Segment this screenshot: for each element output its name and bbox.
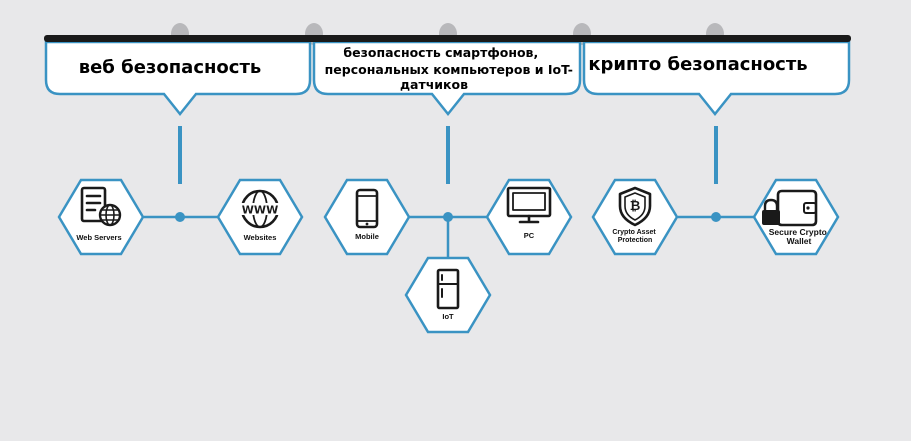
top-rail: [44, 35, 851, 42]
hex-frame: [323, 178, 411, 256]
svg-text:WWW: WWW: [242, 204, 278, 217]
node-label: IoT: [442, 312, 454, 321]
junction-dot: [443, 212, 453, 222]
locked-wallet-icon: [762, 189, 818, 227]
header-devices: безопасность смартфонов, персональных ко…: [325, 45, 578, 92]
callout-web: [44, 40, 312, 117]
monitor-icon: [506, 186, 552, 224]
bitcoin-shield-icon: ₿: [618, 186, 652, 227]
node-label: Web Servers: [76, 233, 121, 242]
header-web: веб безопасность: [79, 57, 262, 78]
node-label: Websites: [244, 233, 277, 242]
node-secure-crypto-wallet: Secure Crypto Wallet: [752, 178, 840, 256]
node-web-servers: Web Servers: [57, 178, 145, 256]
hex-frame: [216, 178, 304, 256]
node-crypto-asset-protection: ₿ Crypto Asset Protection: [591, 178, 679, 256]
junction-dot: [711, 212, 721, 222]
header-crypto: крипто безопасность: [588, 54, 807, 75]
svg-text:₿: ₿: [630, 199, 641, 214]
hex-frame: [404, 256, 492, 334]
node-label: Mobile: [355, 232, 379, 241]
callout-devices: [312, 40, 582, 117]
node-iot: IoT: [404, 256, 492, 334]
smartphone-icon: [355, 188, 379, 229]
hex-frame: [591, 178, 679, 256]
junction-dot: [175, 212, 185, 222]
www-globe-icon: WWW: [240, 189, 280, 229]
node-mobile: Mobile: [323, 178, 411, 256]
node-label: Crypto Asset Protection: [612, 229, 657, 244]
node-label: PC: [524, 231, 535, 240]
node-websites: WWW Websites: [216, 178, 304, 256]
server-globe-icon: [80, 186, 122, 227]
node-pc: PC: [485, 178, 573, 256]
refrigerator-icon: [436, 268, 460, 310]
node-label: Secure Crypto Wallet: [769, 227, 829, 246]
callout-crypto: [582, 40, 851, 117]
